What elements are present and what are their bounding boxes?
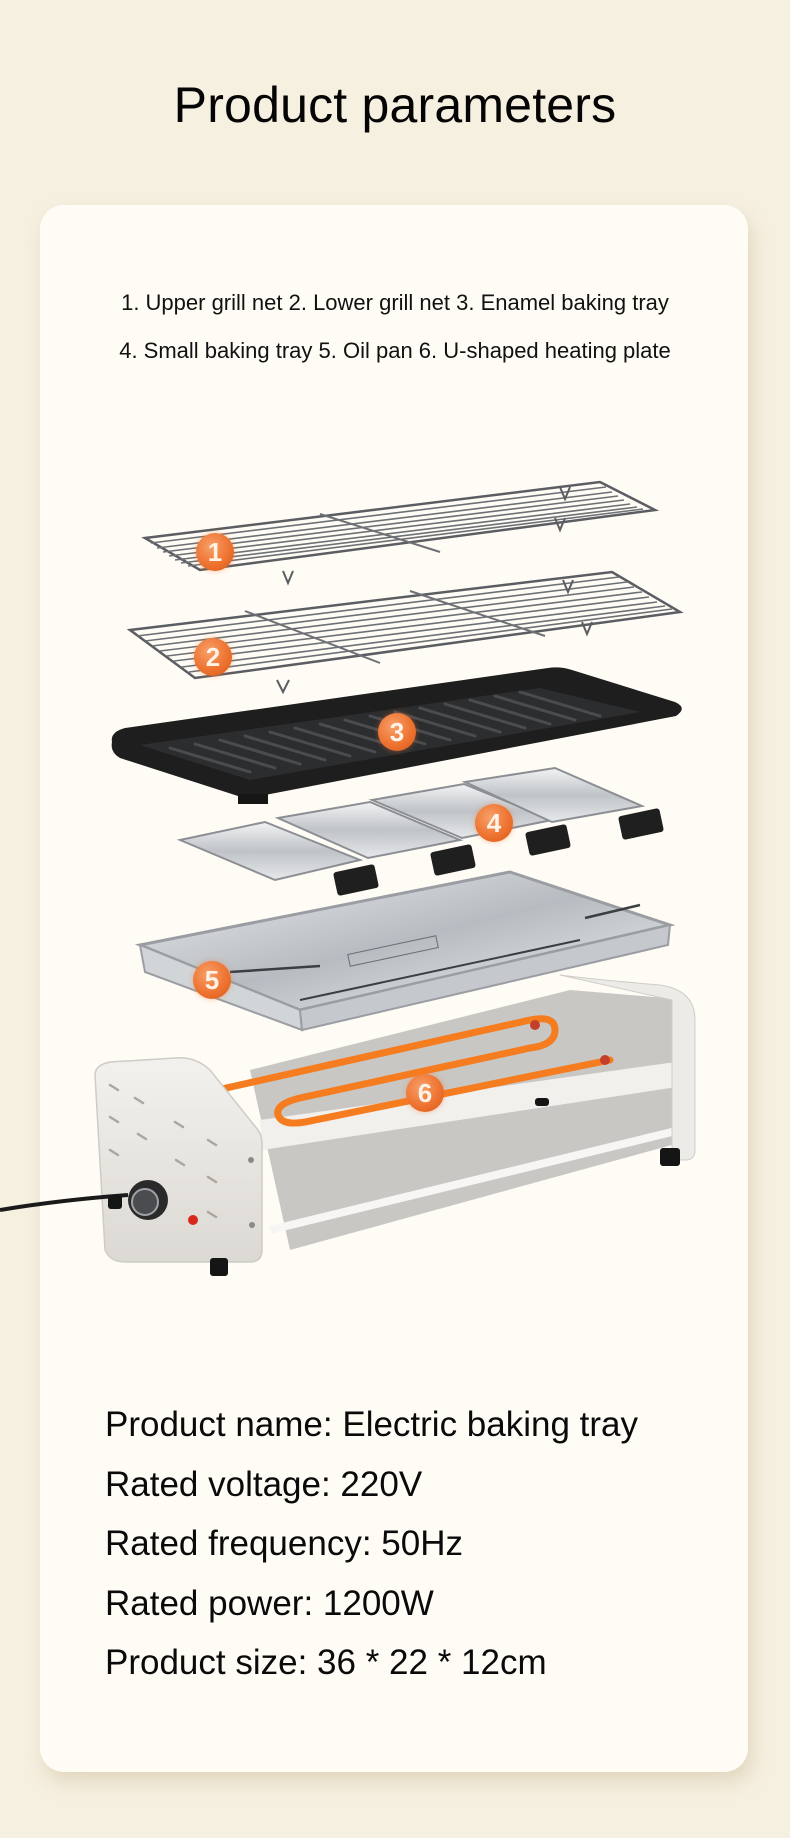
spec-product-size: Product size: 36 * 22 * 12cm xyxy=(105,1643,547,1682)
spec-product-name: Product name: Electric baking tray xyxy=(105,1405,639,1444)
part-badge-5: 5 xyxy=(193,961,231,999)
parts-legend-line-1: 1. Upper grill net 2. Lower grill net 3.… xyxy=(121,290,669,315)
heating-base xyxy=(0,974,696,1276)
part-badge-2: 2 xyxy=(194,638,232,676)
spec-rated-frequency: Rated frequency: 50Hz xyxy=(105,1524,463,1563)
lower-grill-net xyxy=(126,570,684,695)
parts-legend-line-2: 4. Small baking tray 5. Oil pan 6. U-sha… xyxy=(119,338,671,363)
exploded-product-diagram: 1 2 3 4 5 6 xyxy=(0,470,790,1290)
upper-grill-net xyxy=(141,480,660,586)
part-badge-4: 4 xyxy=(475,804,513,842)
part-badge-3: 3 xyxy=(378,713,416,751)
product-specs: Product name: Electric baking tray Rated… xyxy=(105,1400,638,1698)
page-title: Product parameters xyxy=(173,77,617,133)
part-badge-1: 1 xyxy=(196,533,234,571)
spec-rated-voltage: Rated voltage: 220V xyxy=(105,1464,423,1504)
spec-rated-power: Rated power: 1200W xyxy=(105,1583,434,1623)
part-badge-6: 6 xyxy=(406,1074,444,1112)
